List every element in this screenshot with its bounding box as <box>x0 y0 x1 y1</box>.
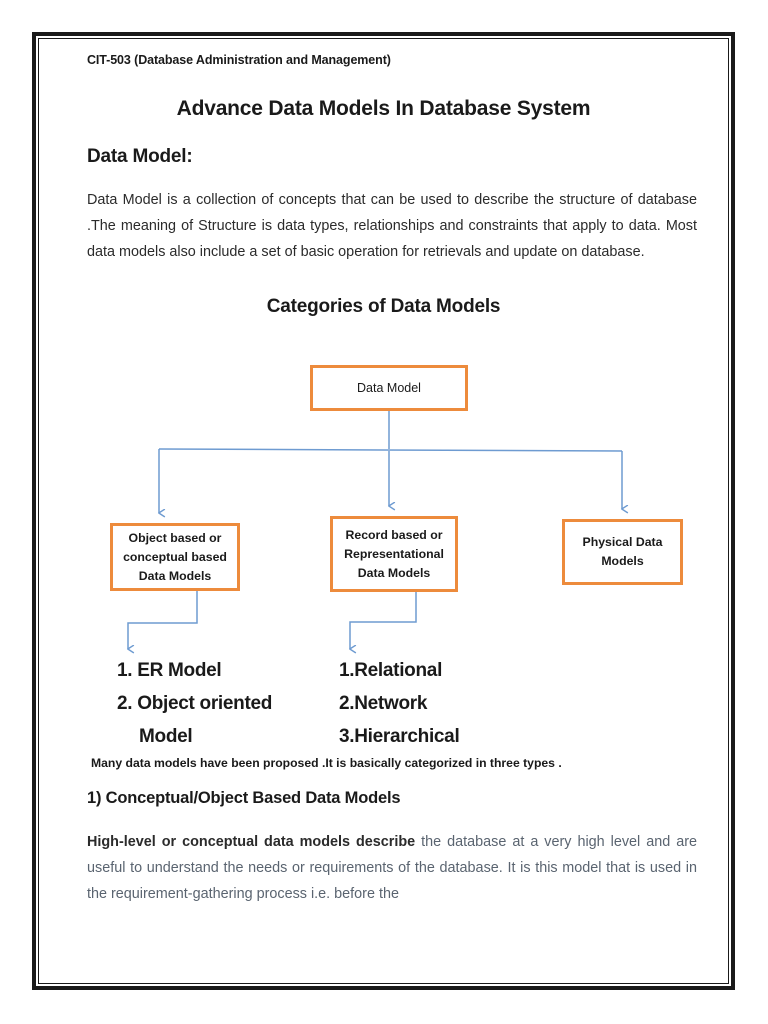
diagram-node-label: Physical Data Models <box>565 533 680 571</box>
diagram-node-label: Record based or Representational Data Mo… <box>333 526 455 583</box>
list-item: 2. Object oriented <box>117 693 273 714</box>
document-content: CIT-503 (Database Administration and Man… <box>39 39 728 983</box>
document-title: Advance Data Models In Database System <box>176 97 591 120</box>
list-item: 1.Relational <box>339 660 443 681</box>
page-border-frame: CIT-503 (Database Administration and Man… <box>32 32 735 990</box>
conceptual-paragraph: High-level or conceptual data models des… <box>87 829 697 907</box>
node-line-2: Representational <box>344 546 444 561</box>
leaf-list-object-based-models: 1. ER Model 2. Object oriented Model <box>117 654 317 753</box>
diagram-node-record-based[interactable]: Record based or Representational Data Mo… <box>330 516 458 592</box>
node-line-3: Data Models <box>357 565 431 580</box>
page-inner-border: CIT-503 (Database Administration and Man… <box>38 38 729 984</box>
intro-paragraph: Data Model is a collection of concepts t… <box>87 192 697 260</box>
conceptual-paragraph-lead: High-level or conceptual data models des… <box>87 834 416 850</box>
diagram-heading: Categories of Data Models <box>266 296 501 317</box>
list-item: 1. ER Model <box>117 660 222 681</box>
diagram-node-object-based[interactable]: Object based or conceptual based Data Mo… <box>110 523 240 591</box>
list-item: 3.Hierarchical <box>339 726 460 747</box>
leaf-list-record-based-models: 1.Relational 2.Network 3.Hierarchical <box>339 654 539 753</box>
section-heading-conceptual: 1) Conceptual/Object Based Data Models <box>87 789 401 807</box>
node-line-3: Data Models <box>138 568 212 583</box>
diagram-node-data-model[interactable]: Data Model <box>310 365 468 411</box>
diagram-node-physical[interactable]: Physical Data Models <box>562 519 683 585</box>
diagram-node-label: Object based or conceptual based Data Mo… <box>113 529 237 586</box>
conceptual-paragraph-rest: the database at a very high level and ar… <box>87 834 698 902</box>
course-code-header: CIT-503 (Database Administration and Man… <box>87 53 391 67</box>
node-line-1: Physical Data <box>582 535 663 549</box>
note-text: Many data models have been proposed .It … <box>91 756 562 770</box>
list-item: 2.Network <box>339 693 428 714</box>
node-line-1: Record based or <box>345 527 443 542</box>
node-line-2: conceptual based <box>123 549 227 564</box>
section-heading-data-model: Data Model: <box>87 146 193 167</box>
diagram-node-label: Data Model <box>357 381 421 395</box>
node-line-2: Models <box>601 554 644 568</box>
list-item: Model <box>139 726 193 747</box>
node-line-1: Object based or <box>128 530 222 545</box>
